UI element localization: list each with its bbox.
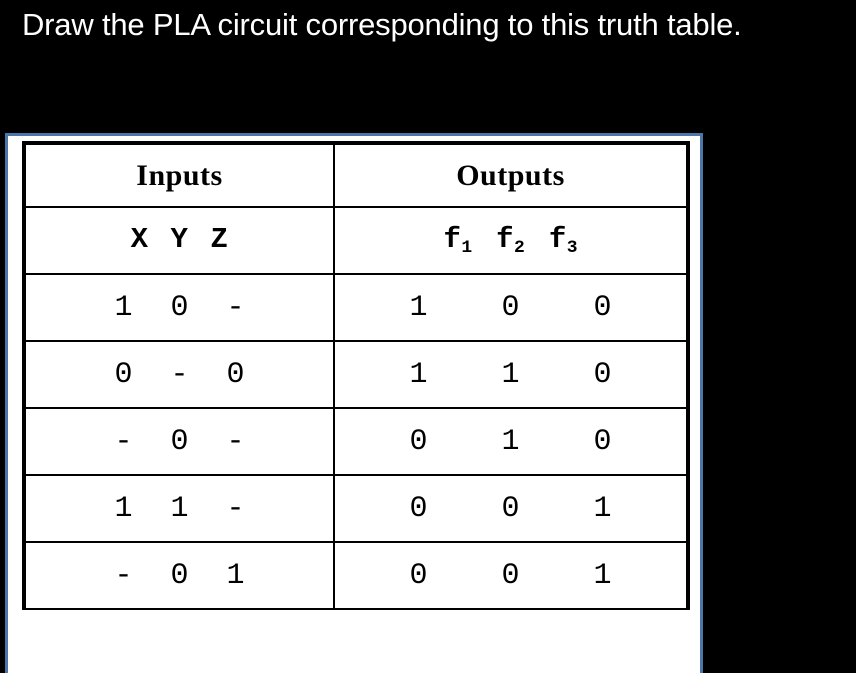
page-title: Draw the PLA circuit corresponding to th… — [22, 7, 742, 42]
table-row: 1 1 - 0 0 1 — [23, 474, 689, 543]
table-row: - 0 1 0 0 1 — [23, 541, 689, 610]
table-row: - 0 - 0 1 0 — [23, 407, 689, 476]
signal-f3: f3 — [548, 222, 578, 259]
header-inputs: Inputs — [23, 142, 335, 208]
row-outputs: 0 1 0 — [333, 407, 689, 476]
table-row: 1 0 - 1 0 0 — [23, 273, 689, 342]
signal-f1: f1 — [443, 222, 473, 259]
row-inputs: 0 - 0 — [23, 340, 335, 409]
row-outputs: 0 0 1 — [333, 541, 689, 610]
table-group-header-row: Inputs Outputs — [23, 142, 689, 208]
row-inputs: 1 0 - — [23, 273, 335, 342]
header-outputs: Outputs — [333, 142, 689, 208]
signal-y: Y — [170, 222, 189, 256]
row-inputs: - 0 - — [23, 407, 335, 476]
row-outputs: 1 0 0 — [333, 273, 689, 342]
row-inputs: 1 1 - — [23, 474, 335, 543]
row-outputs: 0 0 1 — [333, 474, 689, 543]
signal-f2: f2 — [496, 222, 525, 259]
row-outputs: 1 1 0 — [333, 340, 689, 409]
signal-x: X — [130, 222, 149, 256]
row-inputs: - 0 1 — [23, 541, 335, 610]
output-signal-names: f1 f2 f3 — [333, 206, 689, 275]
table-row: 0 - 0 1 1 0 — [23, 340, 689, 409]
signal-z: Z — [210, 222, 229, 256]
